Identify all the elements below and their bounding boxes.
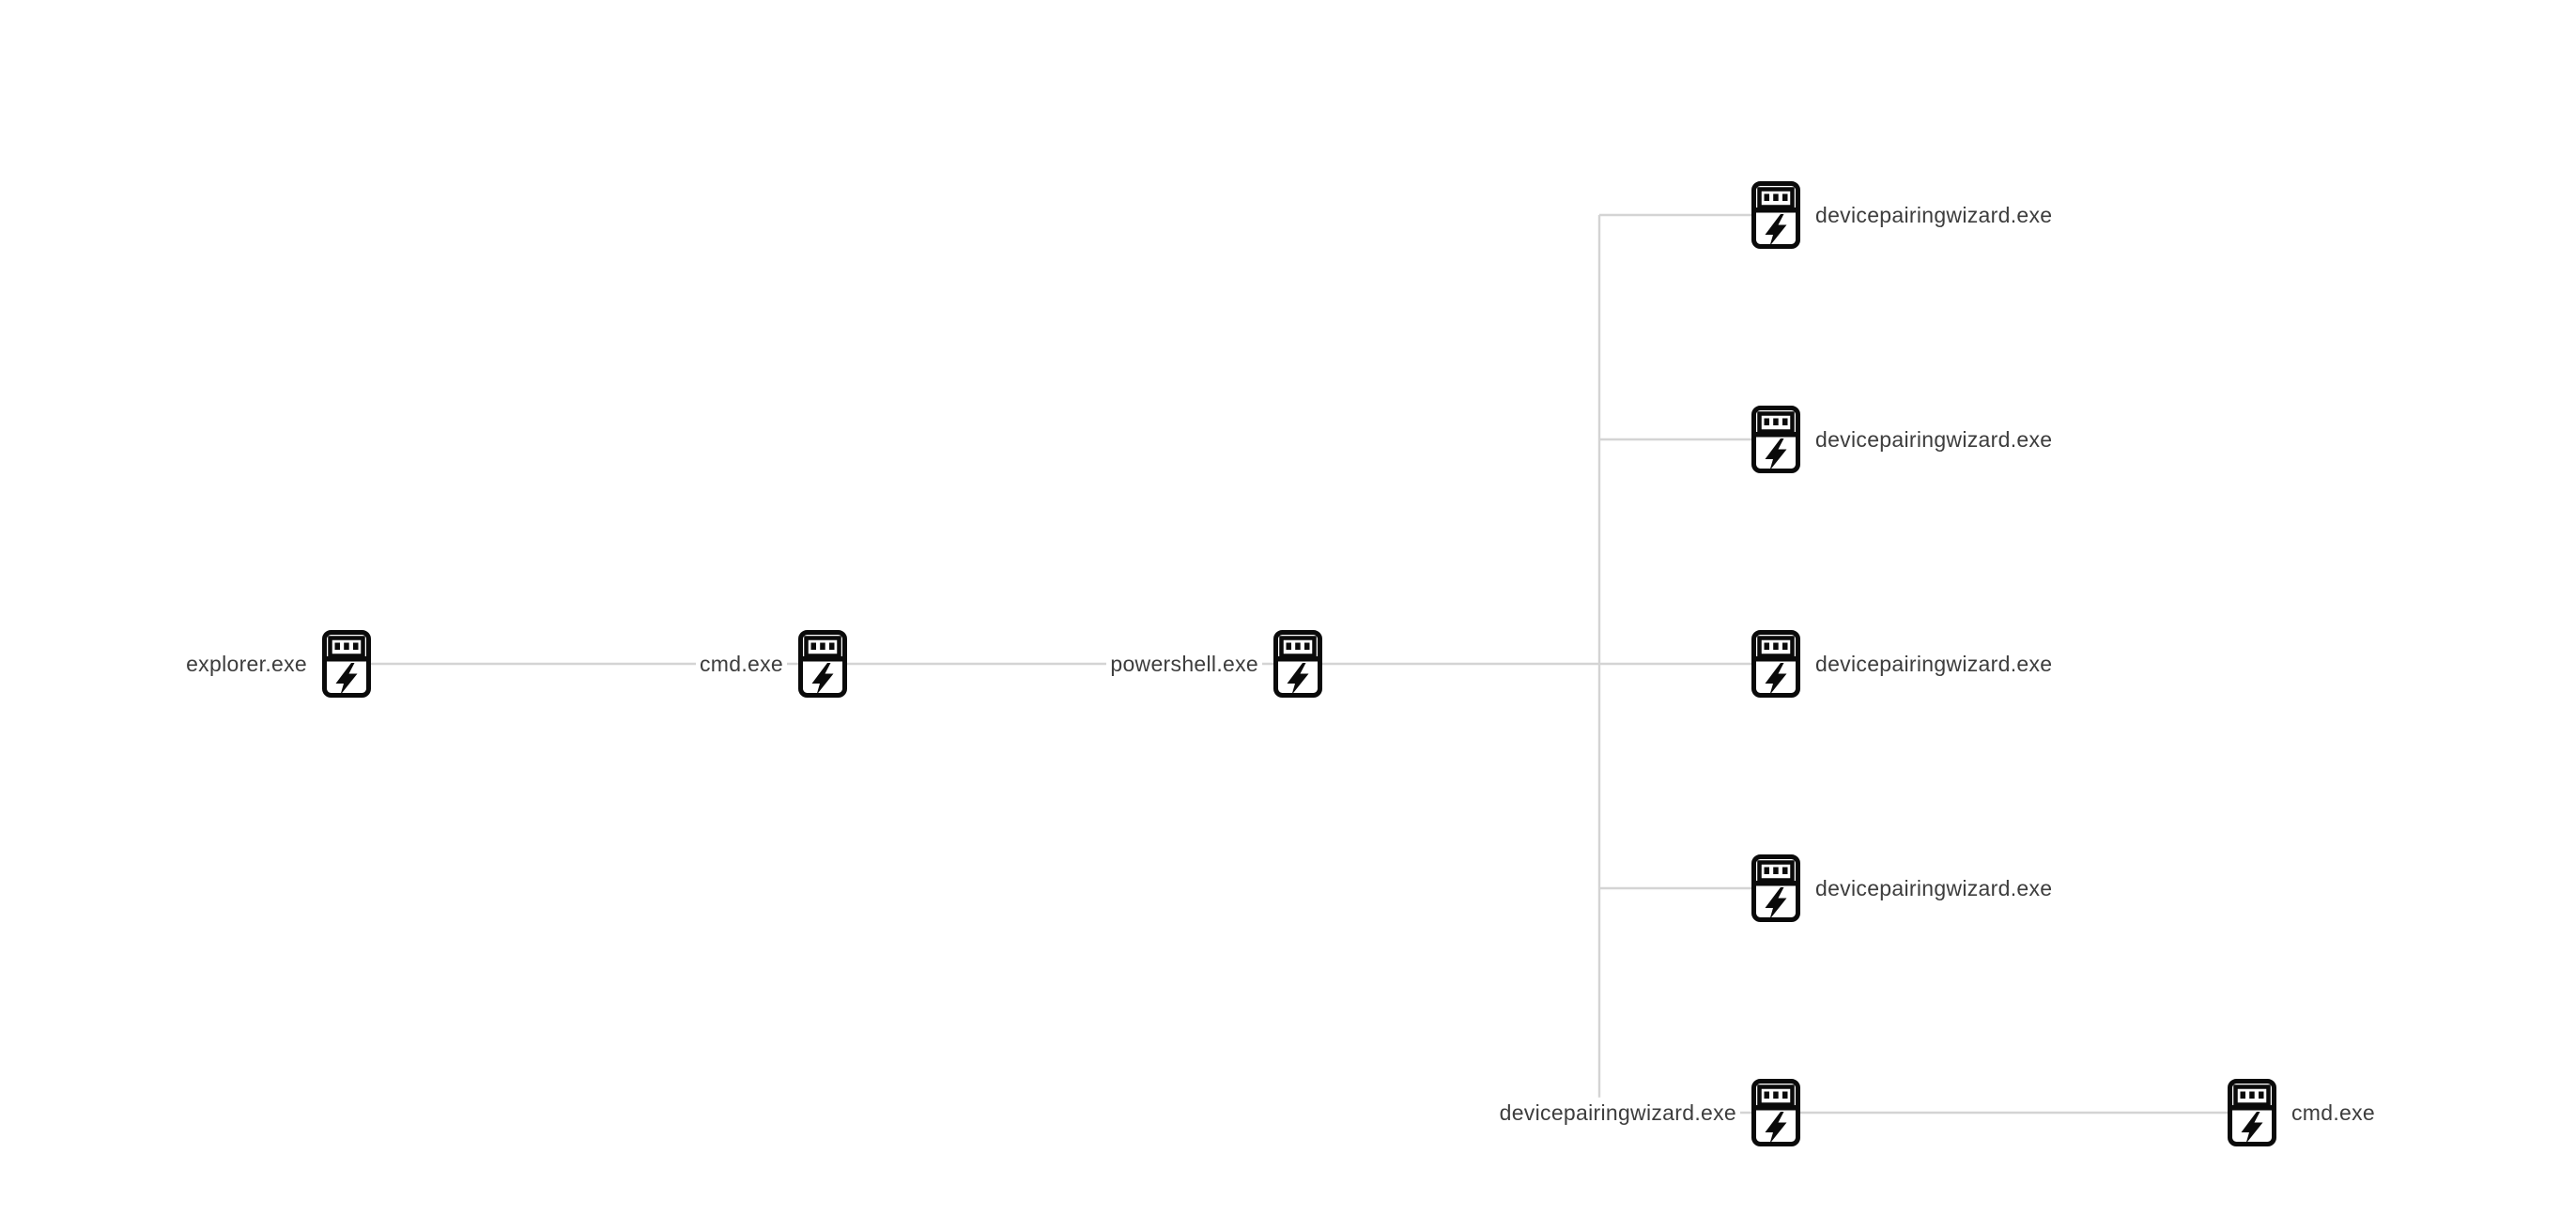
icon-vent-square: [2240, 1091, 2245, 1099]
icon-vent-square: [1773, 193, 1779, 201]
lightning-bolt-icon: [1765, 1112, 1787, 1144]
process-label: explorer.exe: [182, 648, 311, 680]
lightning-bolt-icon: [2241, 1112, 2263, 1144]
icon-divider-bar: [1755, 208, 1797, 213]
icon-vent-square: [2259, 1091, 2264, 1099]
icon-vent-square: [1782, 1091, 1788, 1099]
process-icon: [798, 630, 847, 698]
icon-vent-square: [829, 642, 835, 650]
icon-vent-square: [1773, 418, 1779, 425]
process-label: devicepairingwizard.exe: [1812, 648, 2057, 680]
icon-vent-square: [1764, 1091, 1769, 1099]
process-icon: [322, 630, 371, 698]
process-node-powershell[interactable]: powershell.exe: [1106, 630, 1322, 698]
icon-vent-square: [1286, 642, 1291, 650]
process-node-dpw4[interactable]: devicepairingwizard.exe: [1751, 854, 2057, 922]
process-icon: [1751, 630, 1800, 698]
lightning-bolt-icon: [335, 663, 358, 695]
executable-lightning-icon: [1751, 1079, 1800, 1146]
process-label: cmd.exe: [2288, 1097, 2380, 1129]
icon-vent-square: [1773, 1091, 1779, 1099]
icon-vent-square: [344, 642, 349, 650]
icon-vent-square: [334, 642, 340, 650]
executable-lightning-icon: [1273, 630, 1322, 698]
icon-divider-bar: [1755, 1105, 1797, 1111]
icon-divider-bar: [326, 656, 367, 662]
icon-vent-square: [2249, 1091, 2255, 1099]
icon-vent-square: [1782, 867, 1788, 874]
process-label: devicepairingwizard.exe: [1812, 423, 2057, 455]
lightning-bolt-icon: [811, 663, 834, 695]
executable-lightning-icon: [1751, 630, 1800, 698]
process-label: devicepairingwizard.exe: [1812, 872, 2057, 904]
process-icon: [1751, 854, 1800, 922]
process-label: devicepairingwizard.exe: [1812, 199, 2057, 231]
executable-lightning-icon: [2228, 1079, 2276, 1146]
executable-lightning-icon: [1751, 406, 1800, 473]
process-icon: [2228, 1079, 2276, 1146]
process-node-dpw2[interactable]: devicepairingwizard.exe: [1751, 406, 2057, 473]
icon-divider-bar: [1277, 656, 1319, 662]
icon-divider-bar: [802, 656, 843, 662]
icon-vent-square: [1782, 418, 1788, 425]
lightning-bolt-icon: [1287, 663, 1309, 695]
icon-vent-square: [1773, 642, 1779, 650]
icon-vent-square: [1764, 418, 1769, 425]
icon-vent-square: [1773, 867, 1779, 874]
icon-vent-square: [1782, 642, 1788, 650]
icon-vent-square: [820, 642, 825, 650]
process-node-dpw1[interactable]: devicepairingwizard.exe: [1751, 181, 2057, 249]
process-label: devicepairingwizard.exe: [1495, 1097, 1740, 1129]
process-node-cmd2[interactable]: cmd.exe: [2228, 1079, 2380, 1146]
icon-vent-square: [1304, 642, 1310, 650]
process-icon: [1273, 630, 1322, 698]
icon-divider-bar: [1755, 881, 1797, 886]
icon-divider-bar: [1755, 656, 1797, 662]
process-node-cmd1[interactable]: cmd.exe: [695, 630, 847, 698]
process-label: powershell.exe: [1106, 648, 1262, 680]
icon-divider-bar: [2231, 1105, 2273, 1111]
process-icon: [1751, 181, 1800, 249]
executable-lightning-icon: [798, 630, 847, 698]
lightning-bolt-icon: [1765, 438, 1787, 470]
icon-divider-bar: [1755, 432, 1797, 438]
lightning-bolt-icon: [1765, 887, 1787, 919]
executable-lightning-icon: [322, 630, 371, 698]
lightning-bolt-icon: [1765, 214, 1787, 246]
executable-lightning-icon: [1751, 181, 1800, 249]
icon-vent-square: [1782, 193, 1788, 201]
executable-lightning-icon: [1751, 854, 1800, 922]
icon-vent-square: [1295, 642, 1301, 650]
icon-vent-square: [1764, 193, 1769, 201]
process-node-dpw5[interactable]: devicepairingwizard.exe: [1495, 1079, 1800, 1146]
process-node-dpw3[interactable]: devicepairingwizard.exe: [1751, 630, 2057, 698]
process-icon: [1751, 1079, 1800, 1146]
icon-vent-square: [353, 642, 359, 650]
lightning-bolt-icon: [1765, 663, 1787, 695]
icon-vent-square: [1764, 867, 1769, 874]
icon-vent-square: [810, 642, 816, 650]
icon-vent-square: [1764, 642, 1769, 650]
process-node-explorer[interactable]: explorer.exe: [182, 630, 371, 698]
process-label: cmd.exe: [695, 648, 787, 680]
process-icon: [1751, 406, 1800, 473]
